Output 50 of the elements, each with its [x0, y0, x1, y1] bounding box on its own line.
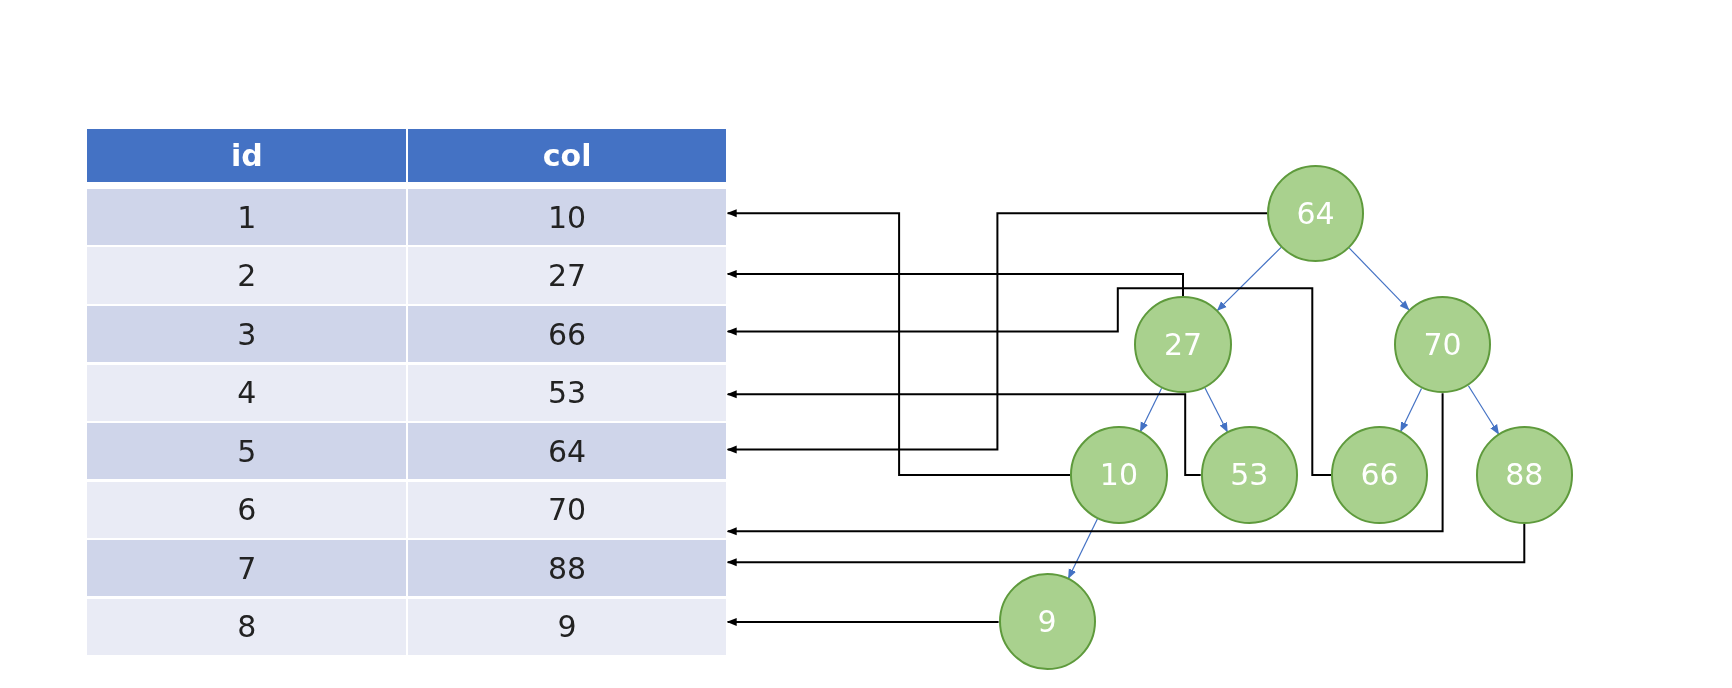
row-id: 4 — [237, 375, 257, 411]
column-header: col — [542, 138, 592, 174]
node-value: 88 — [1505, 457, 1544, 493]
column-header: id — [230, 138, 263, 174]
tree-arrow — [1467, 385, 1500, 435]
row-value: 27 — [548, 258, 587, 294]
node-value: 27 — [1163, 327, 1203, 363]
tree-arrow — [1067, 518, 1099, 580]
pointer-arrow — [726, 617, 1000, 626]
node-value: 53 — [1230, 457, 1269, 493]
tree-arrow — [1204, 387, 1228, 433]
pointer-arrow — [726, 209, 1072, 476]
table-row — [87, 364, 726, 421]
row-value: 53 — [548, 375, 587, 411]
node-value: 9 — [1037, 604, 1057, 640]
row-value: 9 — [557, 609, 577, 645]
row-id: 3 — [237, 316, 257, 352]
row-id: 8 — [237, 609, 257, 645]
row-id: 7 — [237, 550, 257, 586]
pointer-arrow — [726, 390, 1202, 476]
table-row — [87, 423, 726, 480]
table-row — [87, 598, 726, 655]
table-row — [87, 540, 726, 597]
node-value: 10 — [1099, 457, 1139, 493]
row-value: 88 — [548, 550, 587, 586]
tree-arrow — [1216, 246, 1282, 312]
table-row — [87, 188, 726, 246]
row-value: 10 — [548, 199, 587, 235]
table-row — [87, 305, 726, 363]
pointer-arrow — [726, 269, 1184, 297]
pointer-arrow — [726, 522, 1526, 567]
row-id: 1 — [237, 199, 257, 235]
pointer-arrow — [726, 212, 1268, 454]
tree-arrow — [1400, 387, 1423, 433]
row-value: 70 — [548, 492, 587, 528]
pointer-arrow — [726, 392, 1444, 536]
pointer-arrow — [726, 287, 1332, 476]
node-value: 66 — [1360, 457, 1399, 493]
row-id: 6 — [237, 492, 257, 528]
row-id: 5 — [237, 433, 257, 469]
tree-arrow — [1348, 247, 1410, 311]
table-row — [87, 247, 726, 304]
tree-arrow — [1139, 387, 1163, 433]
table-header-row — [87, 129, 726, 183]
row-value: 64 — [548, 433, 587, 469]
table-row — [87, 481, 726, 538]
node-value: 64 — [1296, 195, 1335, 231]
node-value: 70 — [1423, 327, 1462, 363]
row-id: 2 — [237, 258, 257, 294]
row-value: 66 — [548, 316, 587, 352]
